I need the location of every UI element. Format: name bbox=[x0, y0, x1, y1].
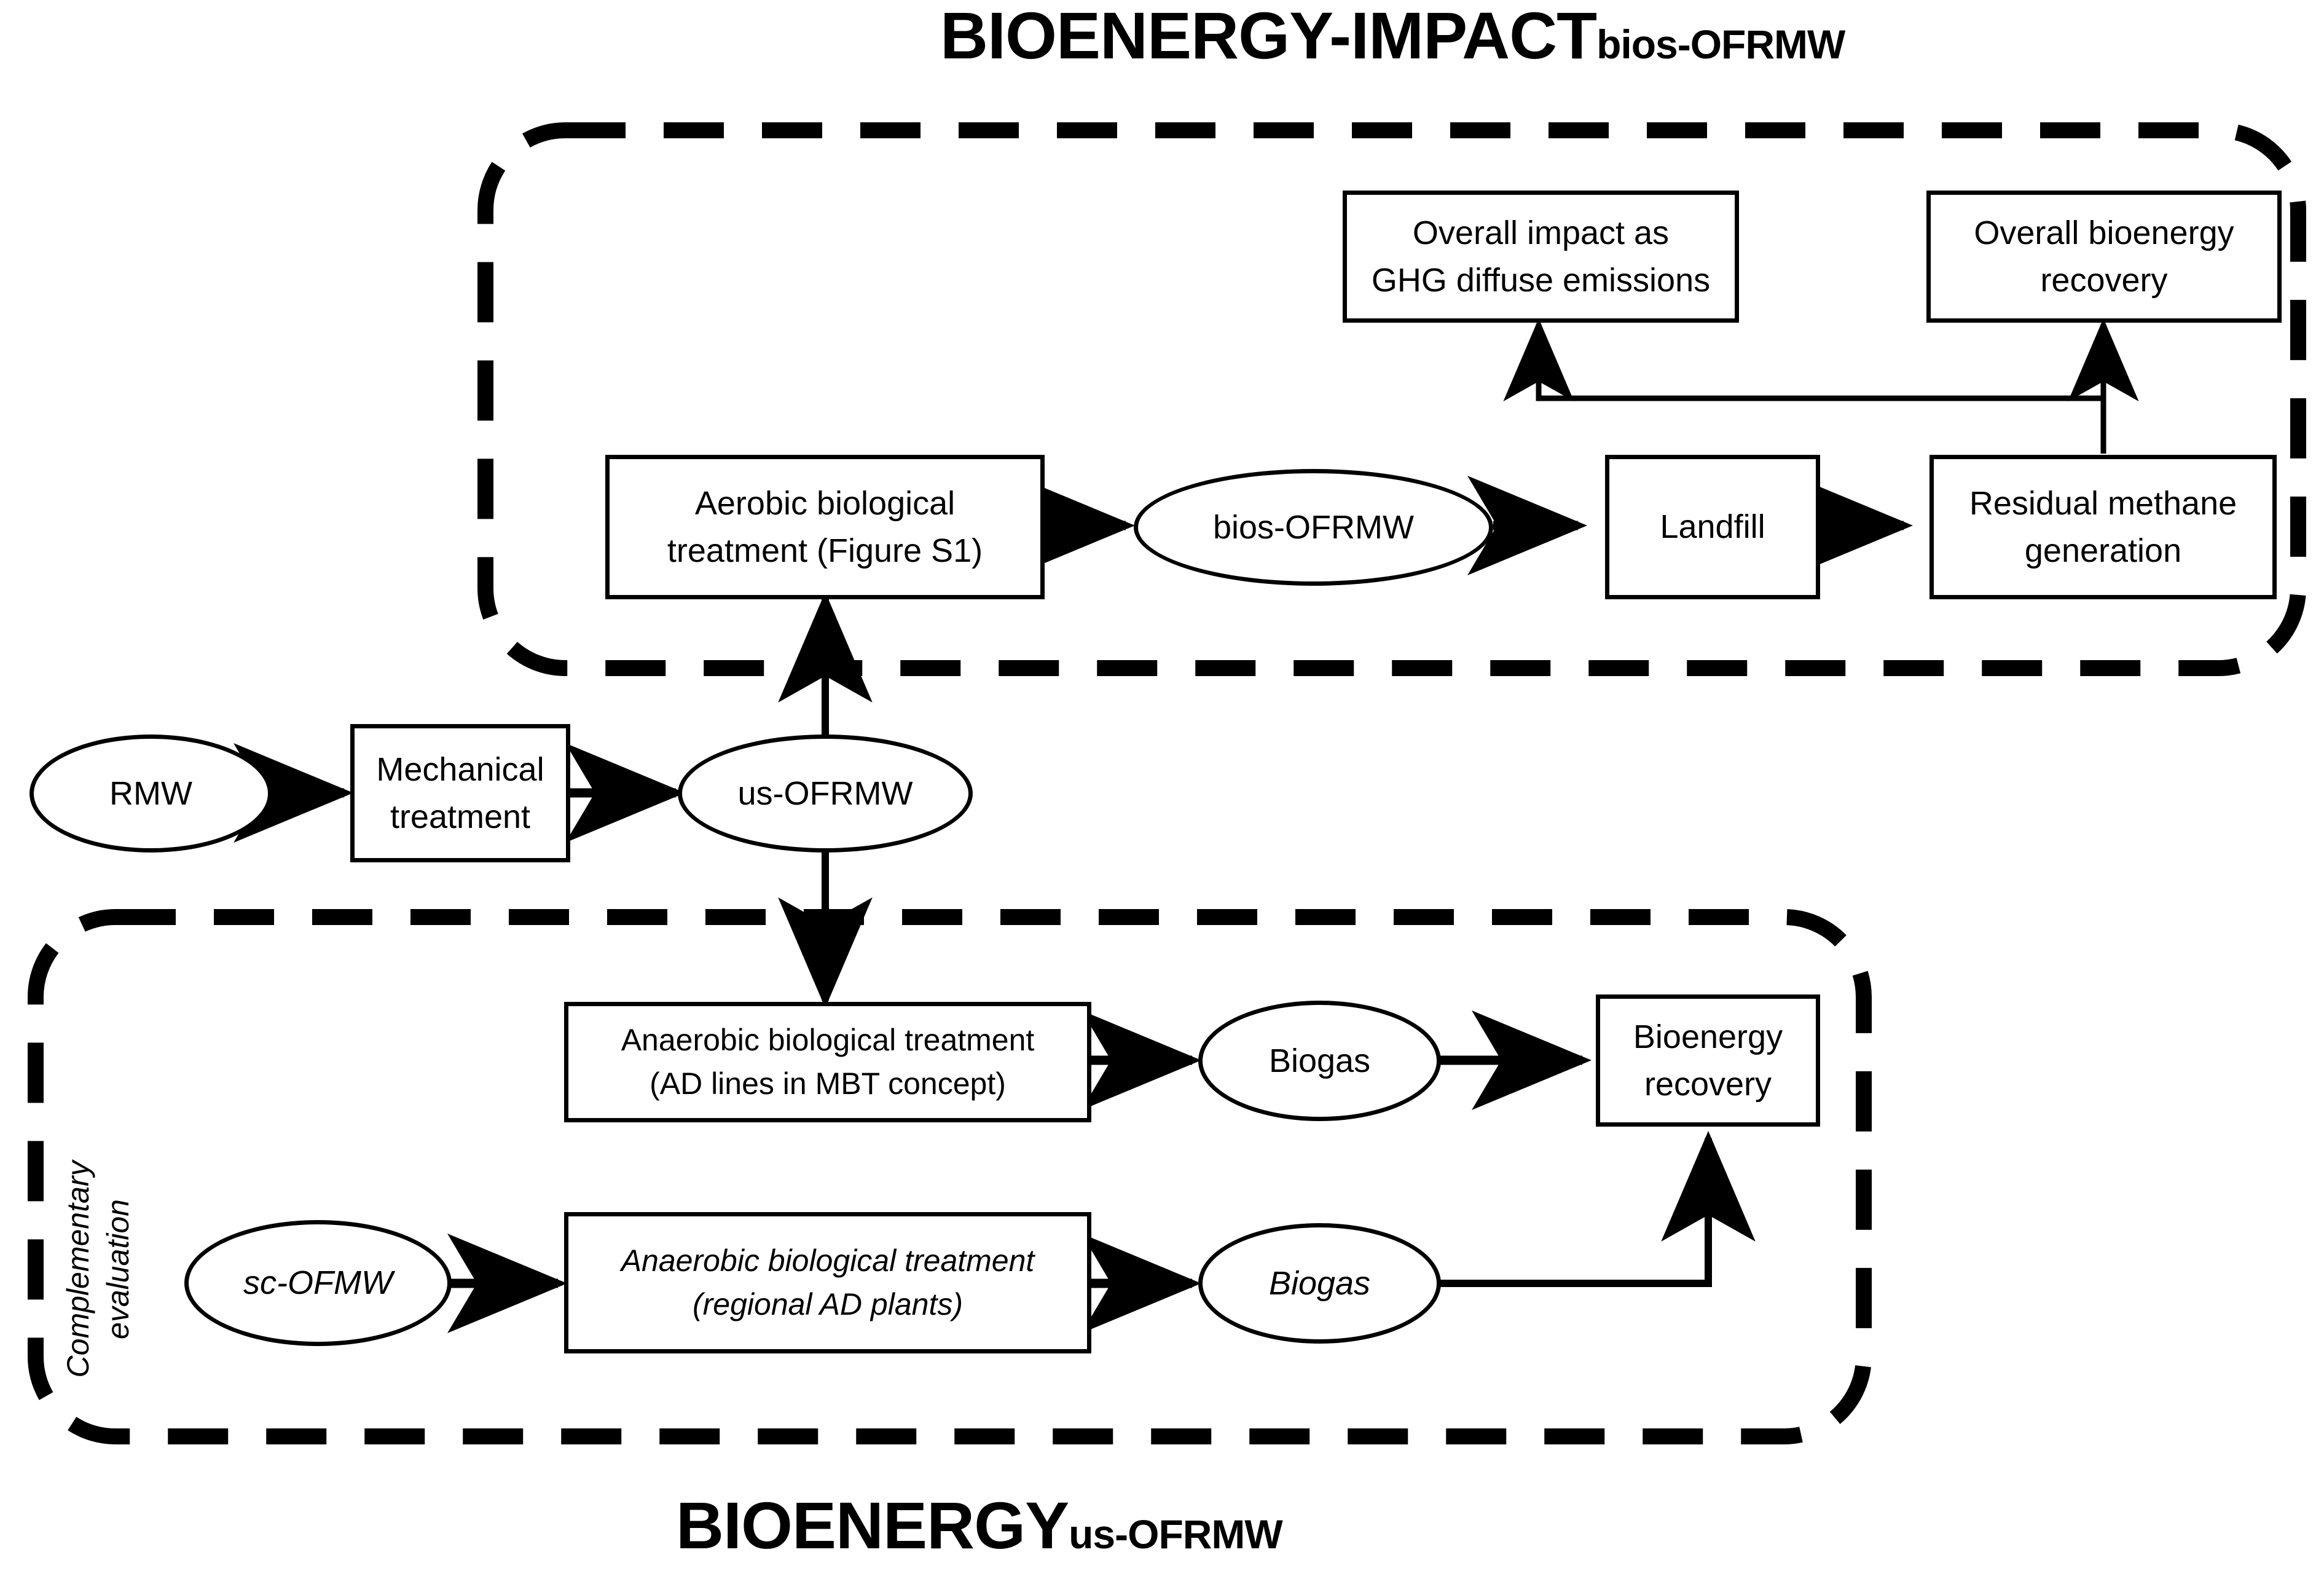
group-outline-bottom bbox=[28, 909, 1872, 1444]
node-mechanical-treatment[interactable]: Mechanical treatment bbox=[350, 724, 570, 862]
top-title-sub: bios-OFRMW bbox=[1596, 22, 1845, 67]
node-rmw[interactable]: RMW bbox=[29, 734, 272, 853]
node-overall-bioenergy-recovery-label: Overall bioenergy recovery bbox=[1974, 214, 2234, 299]
node-overall-impact[interactable]: Overall impact as GHG diffuse emissions bbox=[1343, 191, 1739, 323]
bottom-title: BIOENERGYus-OFRMW bbox=[676, 1492, 1283, 1559]
edge-biogas-regional-to-bioenergy-recovery bbox=[1437, 1131, 1756, 1287]
node-anaerobic-biological-treatment-regional-label: Anaerobic biological treatment (regional… bbox=[621, 1243, 1035, 1321]
node-anaerobic-biological-treatment-regional[interactable]: Anaerobic biological treatment (regional… bbox=[564, 1212, 1091, 1353]
node-biogas-regional[interactable]: Biogas bbox=[1198, 1223, 1441, 1344]
node-bioenergy-recovery-label: Bioenergy recovery bbox=[1633, 1018, 1783, 1103]
node-us-ofrmw-label: us-OFRMW bbox=[737, 774, 913, 812]
bottom-title-main: BIOENERGY bbox=[676, 1488, 1069, 1562]
node-mechanical-treatment-label: Mechanical treatment bbox=[376, 750, 544, 835]
node-bios-ofrmw[interactable]: bios-OFRMW bbox=[1134, 469, 1493, 586]
node-anaerobic-biological-treatment-mbt[interactable]: Anaerobic biological treatment (AD lines… bbox=[564, 1002, 1091, 1122]
node-sc-ofmw[interactable]: sc-OFMW bbox=[184, 1220, 452, 1346]
node-landfill[interactable]: Landfill bbox=[1605, 455, 1820, 599]
node-anaerobic-biological-treatment-mbt-label: Anaerobic biological treatment (AD lines… bbox=[621, 1023, 1035, 1101]
node-us-ofrmw[interactable]: us-OFRMW bbox=[678, 734, 973, 853]
bottom-title-sub: us-OFRMW bbox=[1069, 1511, 1283, 1557]
complementary-evaluation-label: Complementary evaluation bbox=[61, 1160, 135, 1378]
node-bioenergy-recovery[interactable]: Bioenergy recovery bbox=[1596, 994, 1820, 1127]
node-biogas-mbt-label: Biogas bbox=[1268, 1042, 1371, 1079]
node-aerobic-biological-treatment-label: Aerobic biological treatment (Figure S1) bbox=[667, 484, 983, 569]
node-overall-impact-label: Overall impact as GHG diffuse emissions bbox=[1371, 214, 1711, 299]
node-rmw-label: RMW bbox=[109, 774, 192, 812]
node-sc-ofmw-label: sc-OFMW bbox=[243, 1264, 393, 1302]
node-bios-ofrmw-label: bios-OFRMW bbox=[1213, 508, 1414, 546]
top-title-main: BIOENERGY-IMPACT bbox=[940, 0, 1597, 73]
node-overall-bioenergy-recovery[interactable]: Overall bioenergy recovery bbox=[1926, 191, 2282, 323]
top-title: BIOENERGY-IMPACTbios-OFRMW bbox=[940, 2, 1845, 69]
edge-residual-to-overall-impact bbox=[1503, 318, 2103, 401]
node-biogas-regional-label: Biogas bbox=[1268, 1264, 1371, 1302]
node-biogas-mbt[interactable]: Biogas bbox=[1198, 1001, 1441, 1121]
node-aerobic-biological-treatment[interactable]: Aerobic biological treatment (Figure S1) bbox=[605, 455, 1045, 599]
node-landfill-label: Landfill bbox=[1660, 508, 1765, 546]
group-outline-top bbox=[477, 122, 2306, 676]
node-residual-methane-generation-label: Residual methane generation bbox=[1969, 484, 2237, 569]
node-residual-methane-generation[interactable]: Residual methane generation bbox=[1929, 455, 2277, 599]
